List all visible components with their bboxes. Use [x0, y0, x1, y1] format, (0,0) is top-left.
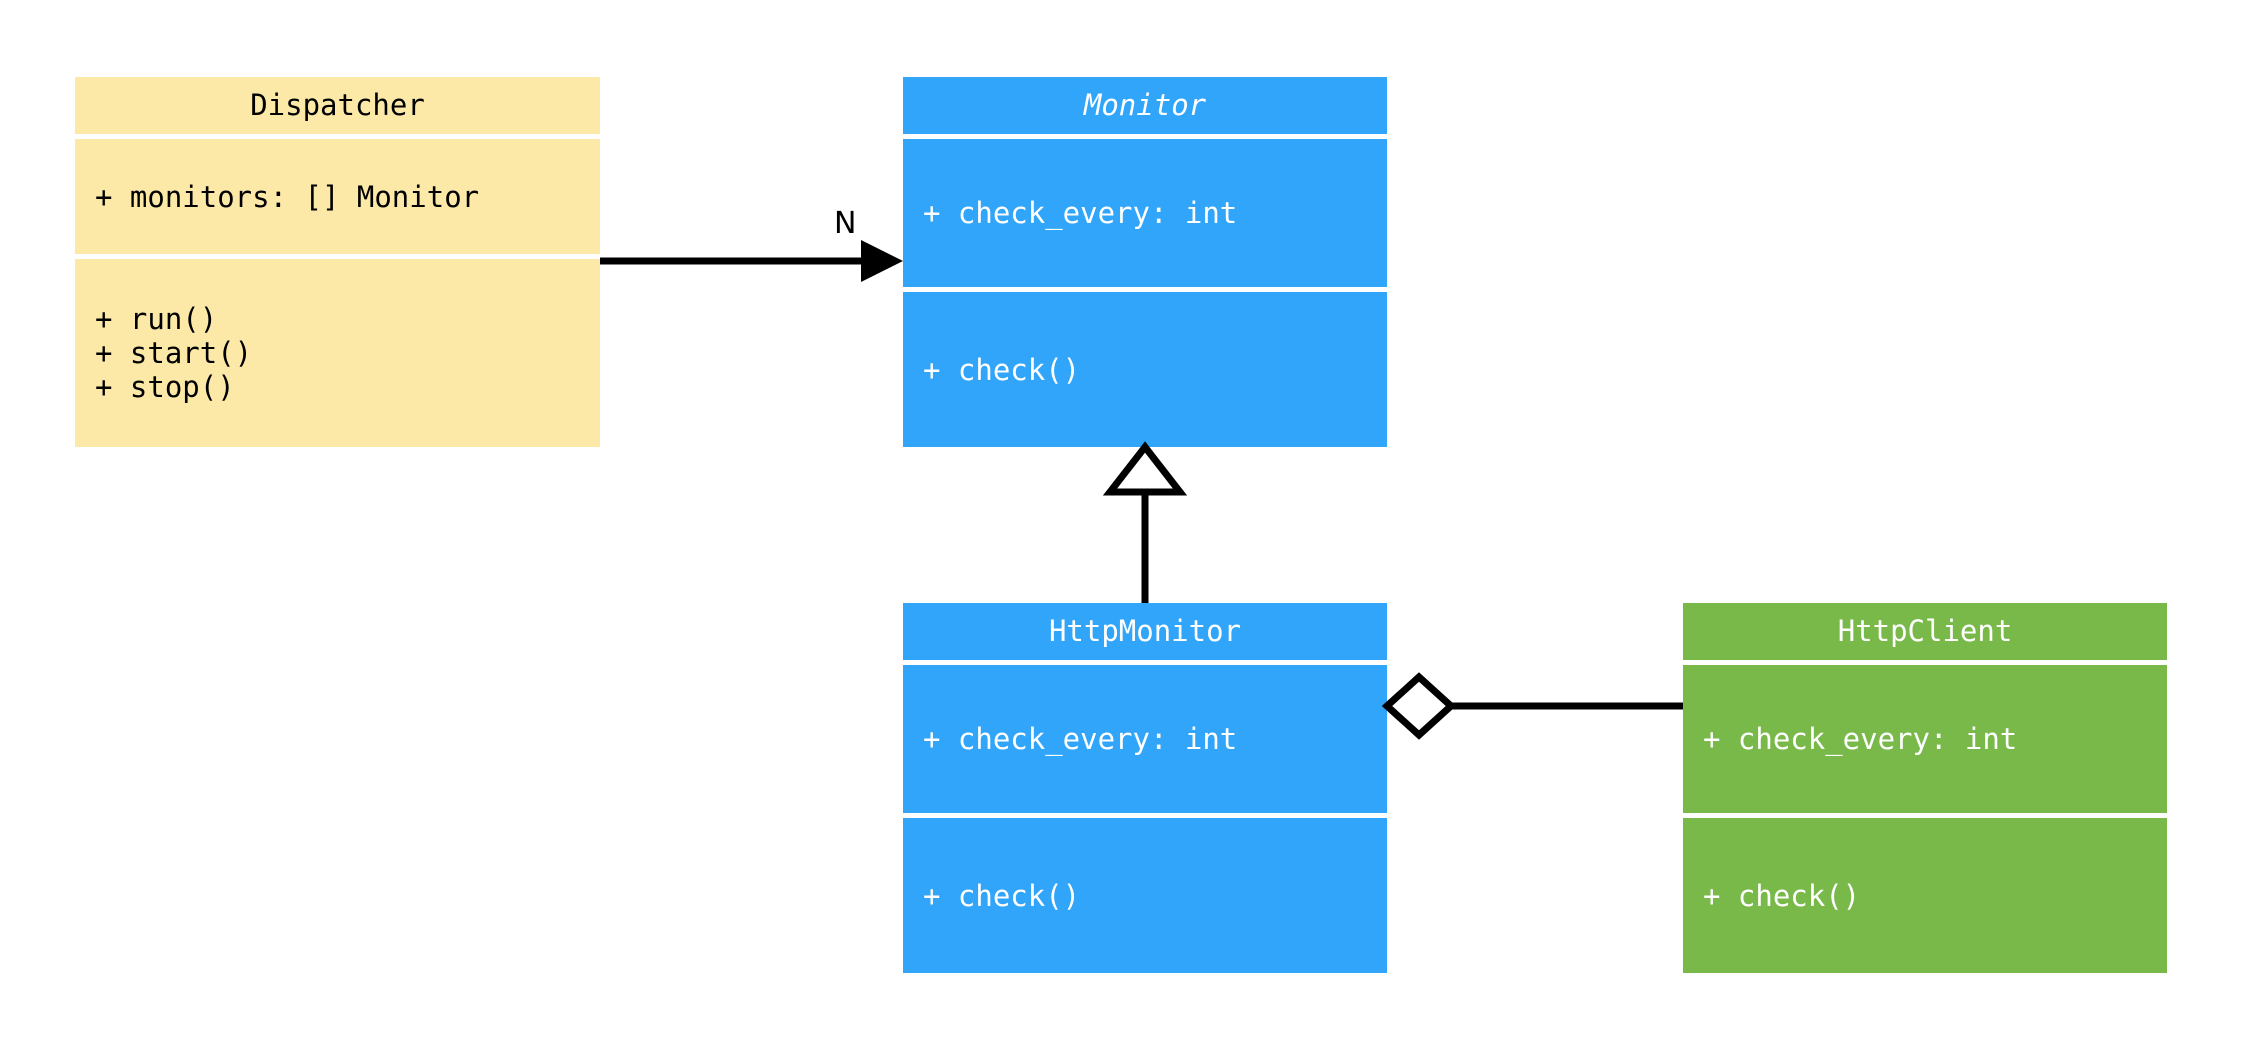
class-method: + run()	[95, 302, 218, 336]
class-name-monitor: Monitor	[1083, 87, 1207, 122]
class-attribute: + monitors: [] Monitor	[95, 179, 480, 214]
relationship-aggregation-httpmonitor-httpclient	[1381, 672, 1683, 740]
class-title-compartment-dispatcher: Dispatcher	[75, 77, 600, 134]
class-method: + check()	[923, 878, 1081, 913]
class-title-compartment-httpclient: HttpClient	[1683, 603, 2167, 660]
class-method: + check()	[1703, 878, 1861, 913]
class-attributes-compartment-httpclient: + check_every: int	[1683, 665, 2167, 813]
class-methods-compartment-httpclient: + check()	[1683, 818, 2167, 973]
class-box-httpclient[interactable]: HttpClient + check_every: int + check()	[1683, 603, 2167, 973]
class-method: + stop()	[95, 370, 235, 404]
class-method: + check()	[923, 352, 1081, 387]
class-methods-compartment-httpmonitor: + check()	[903, 818, 1387, 973]
class-method: + start()	[95, 336, 253, 370]
compartment-separator	[75, 134, 600, 139]
compartment-separator	[903, 660, 1387, 665]
class-name-httpclient: HttpClient	[1837, 613, 2013, 648]
class-title-compartment-httpmonitor: HttpMonitor	[903, 603, 1387, 660]
class-attributes-compartment-monitor: + check_every: int	[903, 139, 1387, 287]
class-box-httpmonitor[interactable]: HttpMonitor + check_every: int + check()	[903, 603, 1387, 973]
class-methods-compartment-monitor: + check()	[903, 292, 1387, 447]
class-attributes-compartment-dispatcher: + monitors: [] Monitor	[75, 139, 600, 254]
class-name-httpmonitor: HttpMonitor	[1048, 613, 1242, 648]
class-attribute: + check_every: int	[923, 722, 1238, 756]
relationship-association-dispatcher-monitor	[600, 240, 903, 282]
association-multiplicity-label: N	[834, 206, 857, 241]
class-attributes-compartment-httpmonitor: + check_every: int	[903, 665, 1387, 813]
compartment-separator	[75, 254, 600, 259]
class-methods-compartment-dispatcher: + run() + start() + stop()	[75, 259, 600, 447]
compartment-separator	[903, 287, 1387, 292]
class-box-dispatcher[interactable]: Dispatcher + monitors: [] Monitor + run(…	[75, 77, 600, 447]
compartment-separator	[1683, 813, 2167, 818]
class-name-dispatcher: Dispatcher	[250, 87, 425, 122]
hollow-diamond-icon	[1381, 672, 1457, 740]
class-attribute: + check_every: int	[923, 196, 1238, 230]
class-box-monitor[interactable]: Monitor + check_every: int + check()	[903, 77, 1387, 447]
class-attribute: + check_every: int	[1703, 722, 2018, 756]
class-title-compartment-monitor: Monitor	[903, 77, 1387, 134]
compartment-separator	[1683, 660, 2167, 665]
relationship-generalization-httpmonitor-monitor	[1102, 441, 1188, 603]
compartment-separator	[903, 813, 1387, 818]
hollow-triangle-icon	[1102, 441, 1188, 496]
compartment-separator	[903, 134, 1387, 139]
filled-arrowhead-icon	[861, 240, 903, 282]
